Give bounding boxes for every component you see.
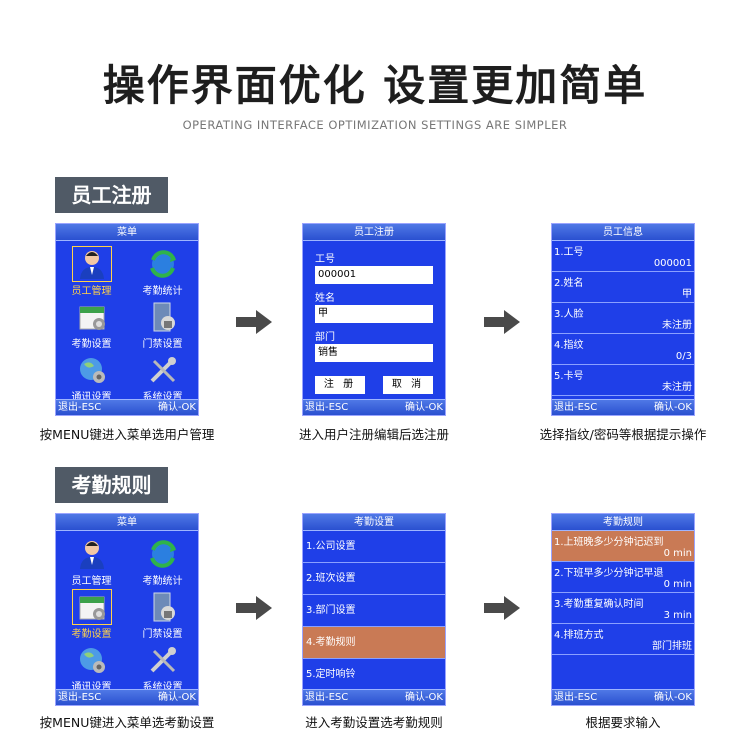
menu-item-attendance-stats[interactable]: 考勤统计 — [127, 535, 198, 588]
wrench-screwdriver-icon — [144, 353, 182, 387]
ok-hint[interactable]: 确认-OK — [404, 692, 443, 703]
menu-item-company[interactable]: 1.公司设置 — [303, 531, 445, 563]
menu-item-shift[interactable]: 2.班次设置 — [303, 563, 445, 595]
screen-footer: 退出-ESC 确认-OK — [552, 399, 694, 415]
section-label-attendance-rules: 考勤规则 — [55, 467, 168, 503]
page-title: 操作界面优化 设置更加简单 — [102, 61, 648, 110]
ok-hint[interactable]: 确认-OK — [404, 402, 443, 413]
menu-item-staff[interactable]: 员工管理 — [56, 535, 127, 588]
dept-label: 部门 — [315, 332, 335, 343]
caption: 按MENU键进入菜单选用户管理 — [39, 427, 215, 442]
menu-item-attendance-rules[interactable]: 4.考勤规则 — [303, 627, 445, 659]
rule-row-schedule-mode[interactable]: 4.排班方式部门排班 — [552, 624, 694, 655]
id-field[interactable]: 000001 — [315, 266, 433, 284]
menu-screen: 菜单 员工管理 考勤统计 考勤设置 门禁设置 通讯设置 系统设置 退出-ESC … — [55, 513, 199, 706]
ok-hint[interactable]: 确认-OK — [157, 692, 196, 703]
attendance-settings-screen: 考勤设置 1.公司设置 2.班次设置 3.部门设置 4.考勤规则 5.定时响铃 … — [302, 513, 446, 706]
esc-hint[interactable]: 退出-ESC — [58, 402, 102, 413]
arrow-right-icon — [484, 310, 520, 334]
info-row-name[interactable]: 2.姓名甲 — [552, 272, 694, 303]
screen-title: 员工信息 — [552, 224, 694, 241]
caption: 进入用户注册编辑后选注册 — [298, 427, 449, 442]
ok-hint[interactable]: 确认-OK — [653, 402, 692, 413]
globe-gear-icon — [73, 643, 111, 677]
calendar-icon — [73, 300, 111, 334]
screen-footer: 退出-ESC 确认-OK — [303, 689, 445, 705]
ok-hint[interactable]: 确认-OK — [653, 692, 692, 703]
esc-hint[interactable]: 退出-ESC — [58, 692, 102, 703]
menu-item-system-settings[interactable]: 系统设置 — [127, 641, 198, 694]
user-icon — [71, 246, 112, 282]
cancel-button[interactable]: 取 消 — [383, 376, 433, 394]
globe-gear-icon — [73, 353, 111, 387]
screen-title: 考勤规则 — [552, 514, 694, 531]
menu-screen: 菜单 员工管理 考勤统计 考勤设置 门禁设置 通讯设置 系统设置 退出-ESC … — [55, 223, 199, 416]
dept-field[interactable]: 销售 — [315, 344, 433, 362]
screen-title: 菜单 — [56, 224, 198, 241]
refresh-globe-icon — [144, 537, 182, 571]
menu-item-department[interactable]: 3.部门设置 — [303, 595, 445, 627]
arrow-right-icon — [236, 310, 272, 334]
register-button[interactable]: 注 册 — [315, 376, 365, 394]
door-lock-icon — [144, 590, 182, 624]
menu-item-attendance-settings[interactable]: 考勤设置 — [56, 298, 127, 351]
name-field[interactable]: 甲 — [315, 305, 433, 323]
menu-item-timed-bell[interactable]: 5.定时响铃 — [303, 659, 445, 691]
screen-footer: 退出-ESC 确认-OK — [56, 399, 198, 415]
screen-title: 员工注册 — [303, 224, 445, 241]
screen-footer: 退出-ESC 确认-OK — [303, 399, 445, 415]
screen-title: 考勤设置 — [303, 514, 445, 531]
arrow-right-icon — [236, 596, 272, 620]
name-label: 姓名 — [315, 293, 335, 304]
caption: 选择指纹/密码等根据提示操作 — [539, 427, 707, 442]
esc-hint[interactable]: 退出-ESC — [305, 692, 349, 703]
id-label: 工号 — [315, 254, 335, 265]
caption: 按MENU键进入菜单选考勤设置 — [39, 715, 215, 730]
caption: 进入考勤设置选考勤规则 — [305, 715, 443, 730]
menu-item-door-settings[interactable]: 门禁设置 — [127, 588, 198, 641]
door-lock-icon — [144, 300, 182, 334]
menu-item-door-settings[interactable]: 门禁设置 — [127, 298, 198, 351]
menu-item-staff[interactable]: 员工管理 — [56, 245, 127, 298]
calendar-icon — [71, 589, 112, 625]
menu-item-comm-settings[interactable]: 通讯设置 — [56, 641, 127, 694]
ok-hint[interactable]: 确认-OK — [157, 402, 196, 413]
arrow-right-icon — [484, 596, 520, 620]
caption: 根据要求输入 — [585, 715, 661, 730]
screen-title: 菜单 — [56, 514, 198, 531]
page-subtitle: OPERATING INTERFACE OPTIMIZATION SETTING… — [182, 118, 568, 132]
refresh-globe-icon — [144, 247, 182, 281]
section-label-register: 员工注册 — [55, 177, 168, 213]
menu-item-attendance-stats[interactable]: 考勤统计 — [127, 245, 198, 298]
screen-footer: 退出-ESC 确认-OK — [552, 689, 694, 705]
register-screen: 员工注册 工号 000001 姓名 甲 部门 销售 注 册 取 消 退出-ESC… — [302, 223, 446, 416]
esc-hint[interactable]: 退出-ESC — [554, 692, 598, 703]
wrench-screwdriver-icon — [144, 643, 182, 677]
esc-hint[interactable]: 退出-ESC — [554, 402, 598, 413]
esc-hint[interactable]: 退出-ESC — [305, 402, 349, 413]
screen-footer: 退出-ESC 确认-OK — [56, 689, 198, 705]
menu-item-system-settings[interactable]: 系统设置 — [127, 351, 198, 404]
menu-item-attendance-settings[interactable]: 考勤设置 — [56, 588, 127, 641]
user-icon — [73, 537, 111, 571]
info-row-card[interactable]: 5.卡号未注册 — [552, 365, 694, 396]
info-row-face[interactable]: 3.人脸未注册 — [552, 303, 694, 334]
menu-item-comm-settings[interactable]: 通讯设置 — [56, 351, 127, 404]
